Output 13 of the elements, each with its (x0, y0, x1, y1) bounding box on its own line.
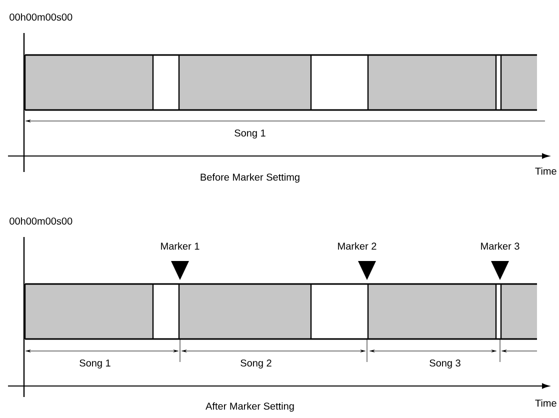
song-label: Song 3 (430, 359, 460, 369)
marker-label: Marker 2 (338, 242, 376, 250)
timecode-label: 00h00m00s00 (10, 217, 72, 225)
marker-label: Marker 3 (481, 242, 520, 250)
song-label: Song 2 (240, 359, 272, 369)
song-label: Song 1 (80, 359, 110, 369)
axis-label: Time (535, 399, 556, 407)
axis-label: Time (535, 167, 556, 175)
caption: After Marker Setting (206, 402, 294, 412)
song-label: Song 1 (234, 129, 266, 139)
caption: Before Marker Settimg (200, 173, 300, 183)
marker-label: Marker 1 (161, 242, 200, 250)
timecode-label: 00h00m00s00 (10, 13, 72, 21)
